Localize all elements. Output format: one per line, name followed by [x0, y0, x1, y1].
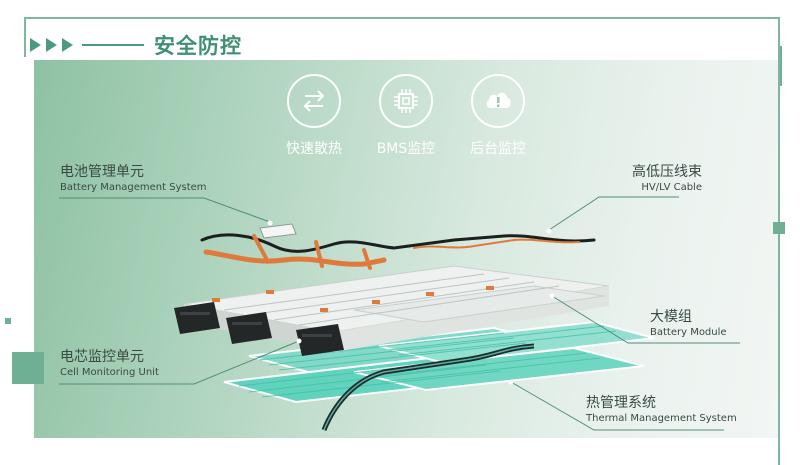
callout-zh: 电池管理单元: [60, 164, 144, 180]
frame-right-line: [778, 17, 780, 465]
leader-thermal: [510, 381, 724, 431]
frame-left-line: [24, 17, 26, 57]
header-arrow-icon: [30, 38, 41, 52]
section-header: 安全防控: [30, 28, 242, 62]
frame-top-line: [24, 17, 780, 19]
chip-icon: [379, 74, 433, 128]
decorative-square: [12, 352, 44, 384]
callout-en: Cell Monitoring Unit: [60, 367, 159, 378]
exchange-arrows-icon: [287, 74, 341, 128]
callout-battery-management-system: 电池管理单元 Battery Management System: [60, 163, 207, 195]
decorative-square: [773, 222, 785, 234]
battery-management-unit: [259, 223, 297, 239]
header-divider: [82, 44, 144, 46]
callout-cell-monitoring-unit: 电芯监控单元 Cell Monitoring Unit: [60, 348, 159, 380]
leader-bmu: [59, 197, 271, 223]
callout-hv-lv-cable: 高低压线束 HV/LV Cable: [632, 163, 702, 195]
feature-fast-cooling: 快速散热: [266, 74, 362, 158]
callout-en: Battery Module: [650, 327, 727, 338]
callout-zh: 电芯监控单元: [60, 349, 144, 365]
callout-en: HV/LV Cable: [641, 182, 702, 193]
feature-label: 后台监控: [470, 141, 526, 157]
feature-label: 快速散热: [286, 141, 342, 157]
callout-en: Battery Management System: [60, 182, 207, 193]
leader-module: [551, 295, 740, 344]
feature-label: BMS监控: [376, 141, 436, 157]
diagram-panel: 快速散热 BMS监控 后台监控 电池管理单元 Battery Managemen…: [34, 60, 778, 438]
callout-zh: 热管理系统: [586, 395, 656, 411]
decorative-square: [780, 46, 782, 86]
leader-cmu: [59, 340, 300, 385]
thermal-plates: [223, 320, 655, 404]
header-arrow-icon: [46, 38, 57, 52]
cloud-alert-icon: [471, 74, 525, 128]
battery-pack-illustration: [59, 196, 740, 431]
feature-backend-monitoring: 后台监控: [450, 74, 546, 158]
callout-thermal-management-system: 热管理系统 Thermal Management System: [586, 394, 737, 426]
battery-module-tray: [183, 265, 610, 352]
header-arrow-icon: [62, 38, 73, 52]
callout-zh: 大模组: [650, 309, 692, 325]
leader-cable: [548, 196, 679, 231]
callout-battery-module: 大模组 Battery Module: [650, 308, 727, 340]
decorative-square: [5, 318, 11, 324]
cell-monitoring-units: [174, 302, 344, 356]
wiring-harness: [200, 233, 596, 270]
callout-en: Thermal Management System: [586, 413, 737, 424]
callout-zh: 高低压线束: [632, 164, 702, 180]
feature-bms-monitoring: BMS监控: [358, 74, 454, 158]
section-title: 安全防控: [154, 34, 242, 58]
